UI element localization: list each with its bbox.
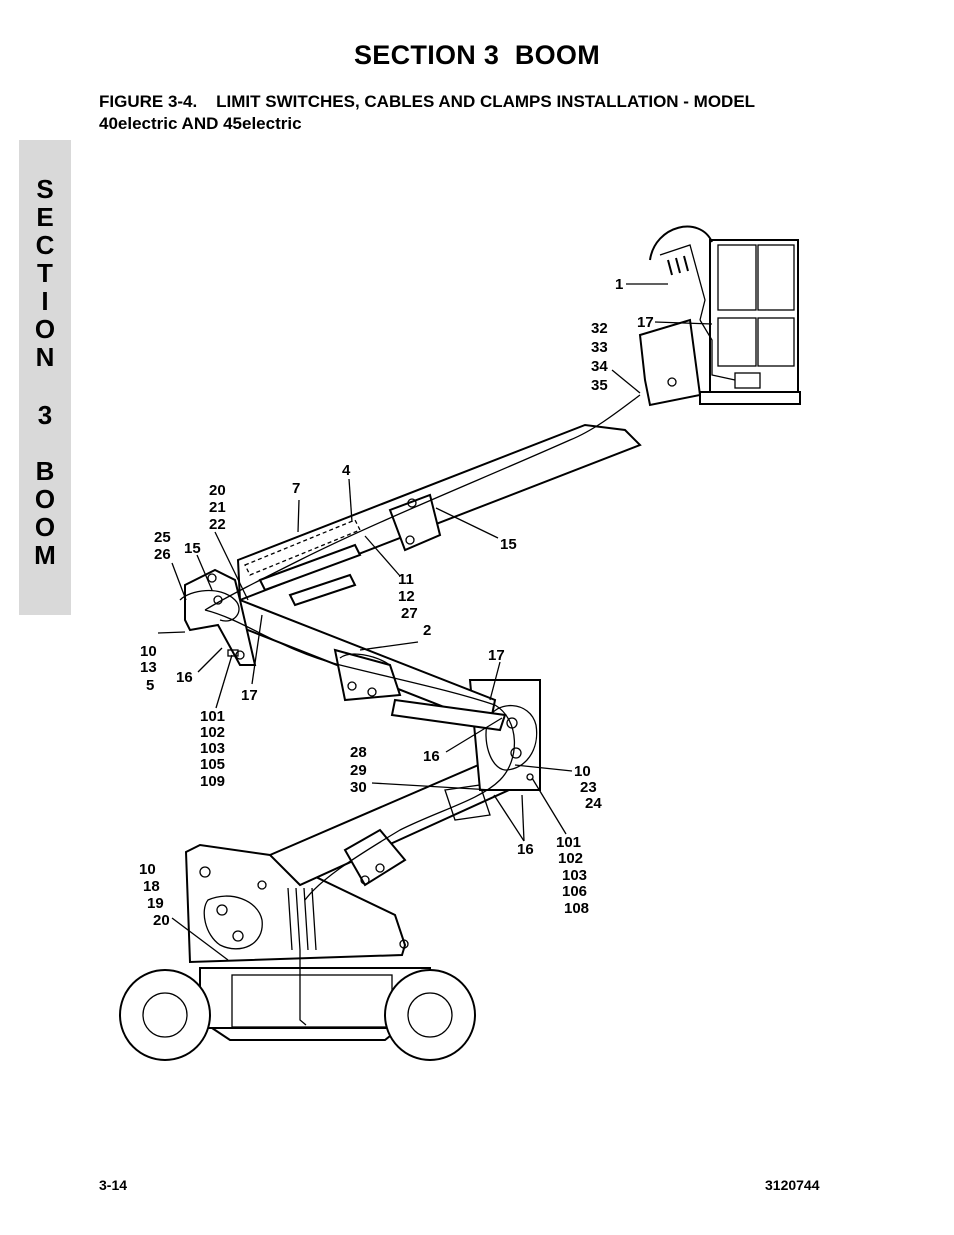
main-boom <box>236 423 642 607</box>
front-wheel <box>384 969 476 1061</box>
callout-29: 29 <box>350 762 367 779</box>
side-tab-letter: O <box>34 512 56 542</box>
callout-34: 34 <box>591 358 608 375</box>
callout-108: 108 <box>564 900 589 917</box>
callout-15: 15 <box>184 540 201 557</box>
callout-102: 102 <box>558 850 583 867</box>
callout-22: 22 <box>209 516 226 533</box>
callout-25: 25 <box>154 529 171 546</box>
side-tab-letter: N <box>35 342 55 372</box>
side-tab-letter: E <box>36 202 54 232</box>
callout-20: 20 <box>209 482 226 499</box>
callout-109: 109 <box>200 773 225 790</box>
callout-16: 16 <box>176 669 193 686</box>
section-title: SECTION 3 BOOM <box>353 40 601 70</box>
callout-15: 15 <box>500 536 517 553</box>
callout-11: 11 <box>398 571 414 588</box>
figure-caption-line-1: FIGURE 3-4. LIMIT SWITCHES, CABLES AND C… <box>99 92 756 111</box>
side-tab-letter: C <box>35 230 55 260</box>
figure-caption: FIGURE 3-4. LIMIT SWITCHES, CABLES AND C… <box>99 91 859 135</box>
callout-27: 27 <box>401 605 418 622</box>
figure-caption-line-2: 40electric AND 45electric <box>99 114 302 133</box>
boom-head-bracket <box>179 568 257 666</box>
cable-routing <box>204 394 641 901</box>
callout-23: 23 <box>580 779 597 796</box>
side-tab-letter: O <box>34 484 56 514</box>
callout-101: 101 <box>200 708 225 725</box>
side-tab-letter: M <box>34 540 56 570</box>
machine-chassis <box>119 967 476 1061</box>
callout-labels: 1 17 32 33 34 35 4 7 20 21 22 25 26 15 1… <box>139 276 654 929</box>
callout-30: 30 <box>350 779 367 796</box>
side-tab-letter: 3 <box>37 400 53 430</box>
side-tab-letter: I <box>41 286 49 316</box>
leader-lines <box>157 283 713 961</box>
side-tab-letter: T <box>37 258 53 288</box>
callout-32: 32 <box>591 320 608 337</box>
callout-24: 24 <box>585 795 602 812</box>
callout-35: 35 <box>591 377 608 394</box>
callout-10: 10 <box>574 763 591 780</box>
lower-boom <box>268 758 522 887</box>
document-number: 3120744 <box>765 1177 820 1193</box>
callout-19: 19 <box>147 895 164 912</box>
callout-28: 28 <box>350 744 367 761</box>
callout-4: 4 <box>342 462 351 479</box>
turntable <box>184 843 409 1026</box>
callout-12: 12 <box>398 588 415 605</box>
callout-33: 33 <box>591 339 608 356</box>
side-tab-letter: S <box>36 174 54 204</box>
callout-10: 10 <box>139 861 156 878</box>
callout-5: 5 <box>146 677 154 694</box>
page-number: 3-14 <box>99 1177 128 1193</box>
callout-16: 16 <box>423 748 440 765</box>
callout-102: 102 <box>200 724 225 741</box>
side-tab-letter: B <box>35 456 55 486</box>
callout-10: 10 <box>140 643 157 660</box>
callout-101: 101 <box>556 834 581 851</box>
side-tab-letter: O <box>34 314 56 344</box>
callout-17: 17 <box>488 647 505 664</box>
section-side-tab: S E C T I O N 3 B O O M <box>19 140 71 615</box>
callout-17: 17 <box>241 687 258 704</box>
callout-106: 106 <box>562 883 587 900</box>
callout-18: 18 <box>143 878 160 895</box>
mid-boom <box>233 598 507 732</box>
callout-1: 1 <box>615 276 623 293</box>
callout-26: 26 <box>154 546 171 563</box>
rear-wheel <box>119 969 211 1061</box>
callout-16: 16 <box>517 841 534 858</box>
callout-21: 21 <box>209 499 226 516</box>
callout-13: 13 <box>140 659 157 676</box>
callout-20: 20 <box>153 912 170 929</box>
platform <box>638 225 801 407</box>
callout-17: 17 <box>637 314 654 331</box>
callout-2: 2 <box>423 622 431 639</box>
callout-7: 7 <box>292 480 300 497</box>
callout-103: 103 <box>200 740 225 757</box>
callout-103: 103 <box>562 867 587 884</box>
callout-105: 105 <box>200 756 225 773</box>
